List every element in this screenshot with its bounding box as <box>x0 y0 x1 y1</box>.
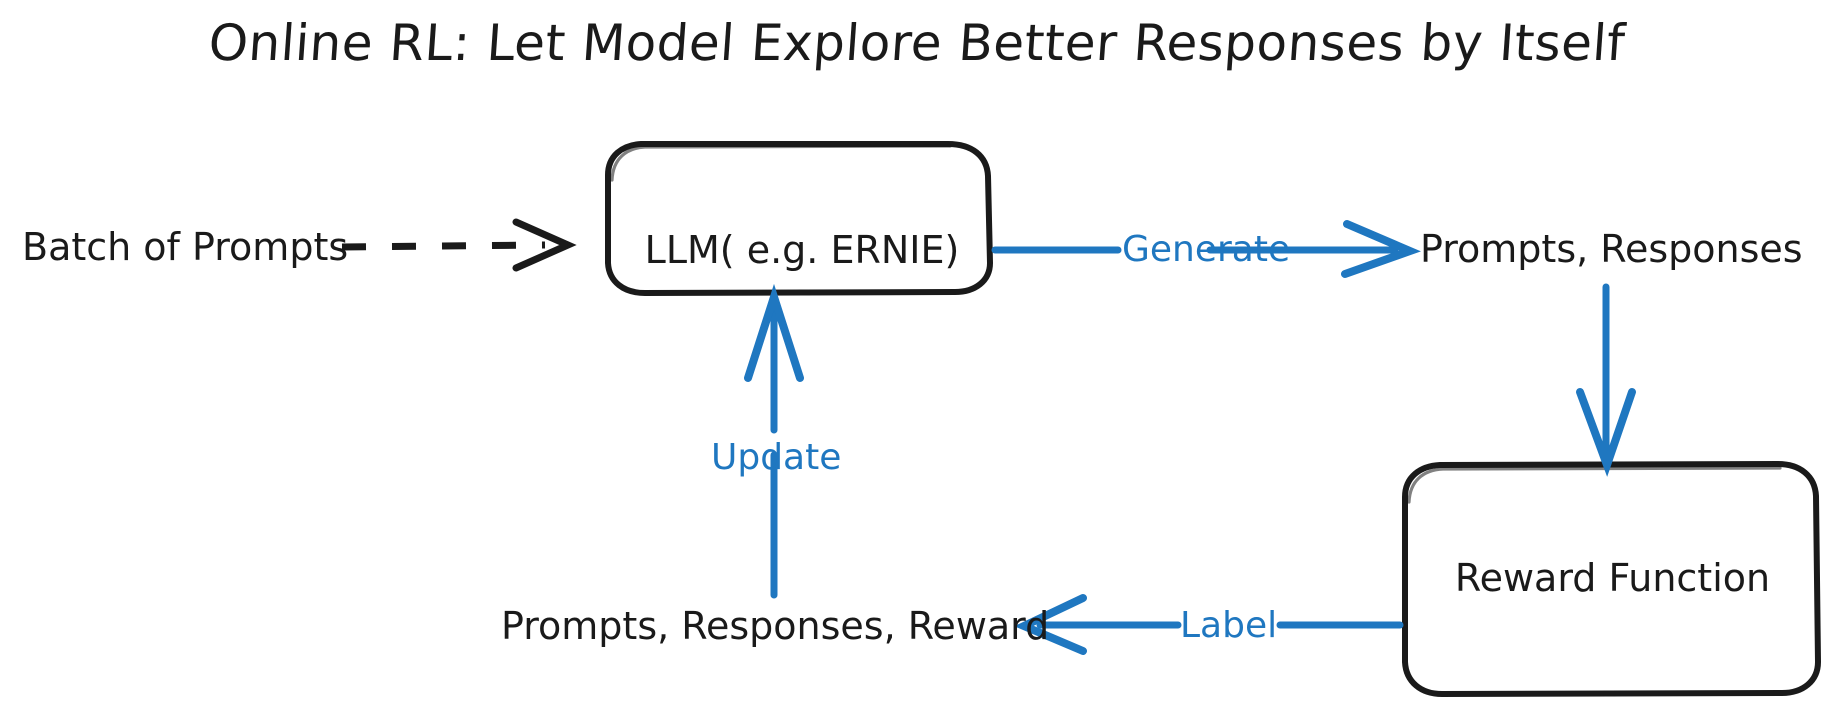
score-arrow <box>1576 283 1636 477</box>
reward-function-box-shape <box>1402 461 1821 697</box>
edge-label-update: Update <box>711 437 842 478</box>
node-llm-box-label: LLM( e.g. ERNIE) <box>644 228 960 272</box>
input-arrow <box>341 218 577 272</box>
node-prompts-responses: Prompts, Responses <box>1420 227 1803 271</box>
edge-label-label: Label <box>1180 605 1278 646</box>
edge-label-generate: Generate <box>1122 229 1291 270</box>
node-batch-of-prompts: Batch of Prompts <box>22 225 349 269</box>
node-prompts-responses-reward: Prompts, Responses, Reward <box>501 604 1050 648</box>
generate-arrow <box>991 220 1421 278</box>
label-arrow <box>1014 594 1404 655</box>
node-reward-function-label: Reward Function <box>1454 556 1771 600</box>
update-arrow <box>744 283 804 599</box>
llm-box-shape <box>605 141 993 296</box>
